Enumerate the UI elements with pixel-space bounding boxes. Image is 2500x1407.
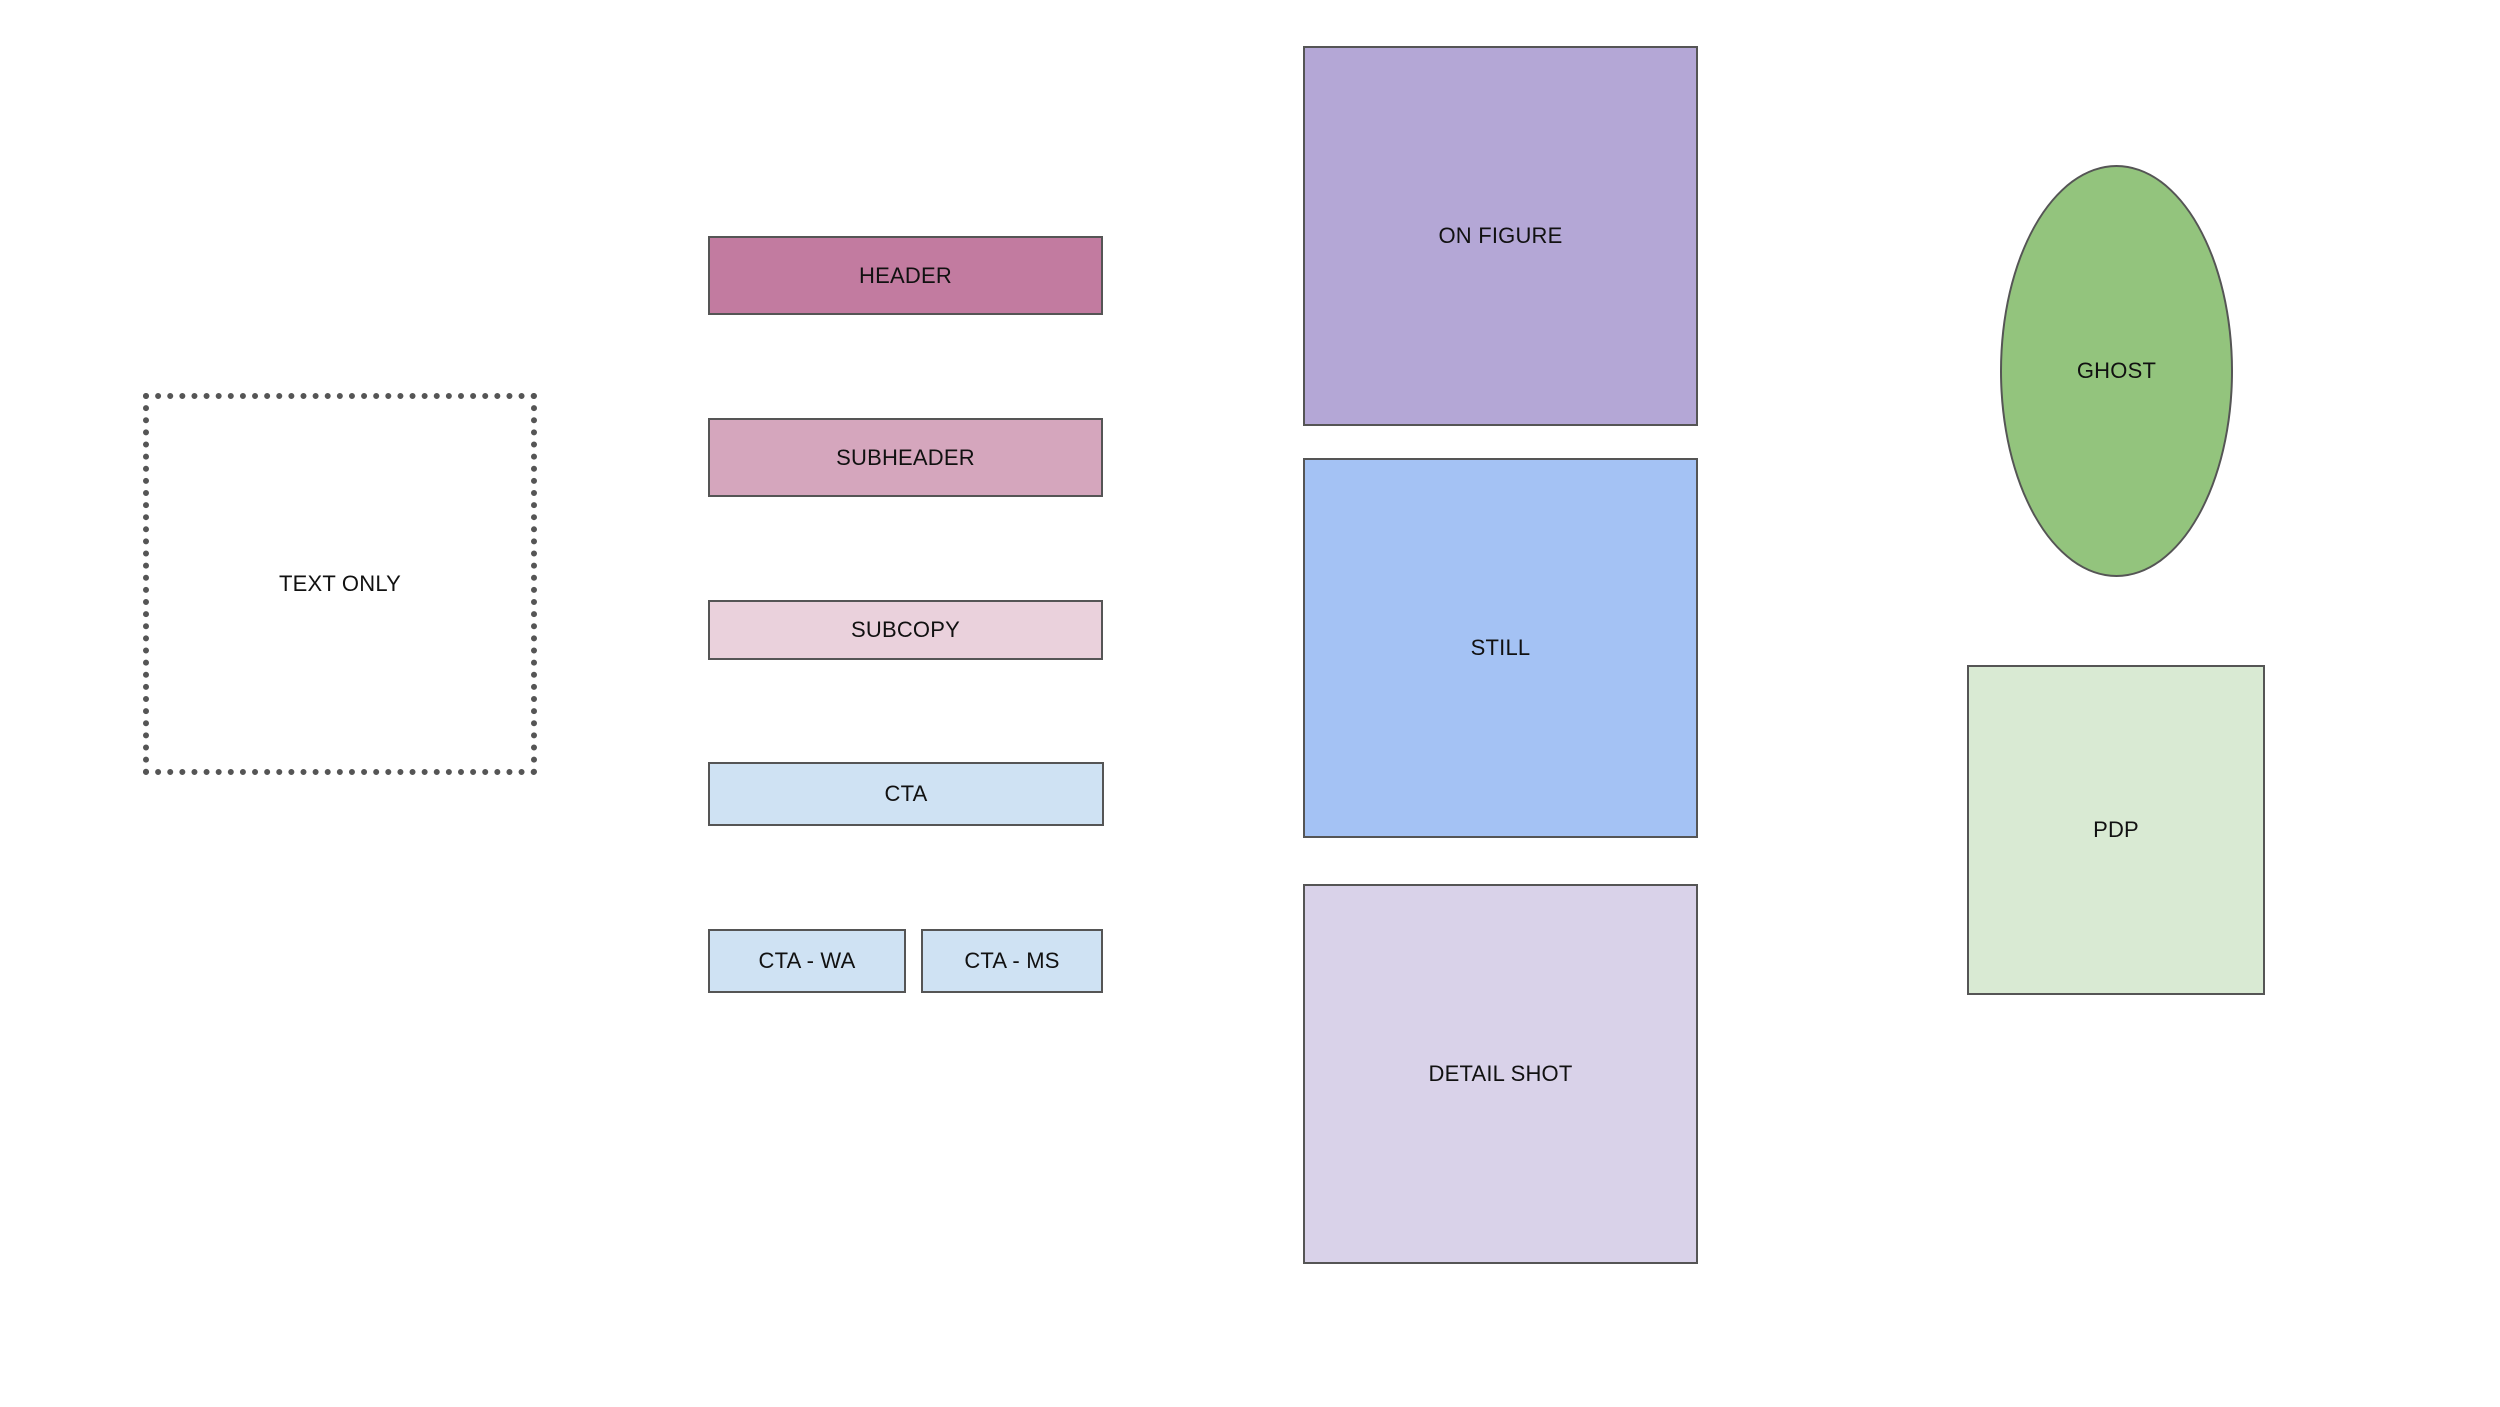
ghost-ellipse: GHOST [2000,165,2233,577]
still-label: STILL [1470,635,1531,660]
ghost-label: GHOST [2076,358,2157,383]
text-only-frame: TEXT ONLY [143,393,537,775]
pdp-block: PDP [1967,665,2265,995]
header-block: HEADER [708,236,1103,315]
subheader-block: SUBHEADER [708,418,1103,497]
cta-block: CTA [708,762,1104,826]
cta-ms-block: CTA - MS [921,929,1103,993]
cta-ms-label: CTA - MS [964,948,1060,973]
cta-wa-block: CTA - WA [708,929,906,993]
subcopy-block: SUBCOPY [708,600,1103,660]
subcopy-label: SUBCOPY [851,617,960,642]
pdp-label: PDP [2093,817,2139,842]
on-figure-block: ON FIGURE [1303,46,1698,426]
detail-shot-block: DETAIL SHOT [1303,884,1698,1264]
text-only-label: TEXT ONLY [278,571,402,596]
on-figure-label: ON FIGURE [1438,223,1563,248]
header-label: HEADER [859,262,952,288]
detail-shot-label: DETAIL SHOT [1428,1061,1573,1086]
subheader-label: SUBHEADER [836,444,975,470]
cta-wa-label: CTA - WA [758,948,856,973]
still-block: STILL [1303,458,1698,838]
cta-label: CTA [884,781,928,806]
